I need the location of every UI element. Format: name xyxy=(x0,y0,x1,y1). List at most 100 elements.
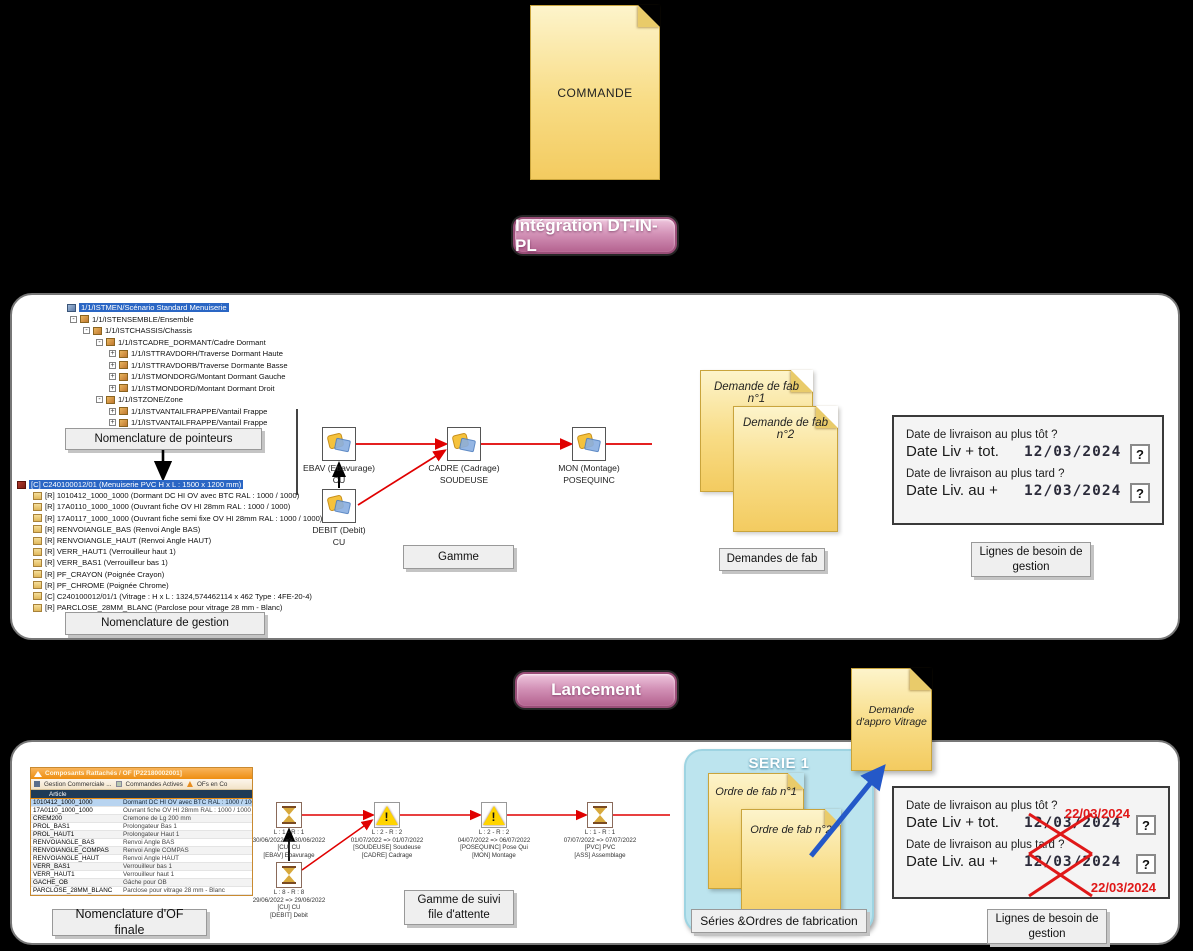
tree-item[interactable]: -1/1/ISTCADRE_DORMANT/Cadre Dormant xyxy=(57,337,288,349)
help-button[interactable]: ? xyxy=(1130,483,1150,503)
commande-label: COMMANDE xyxy=(557,86,633,100)
date-field-label: Date Liv + tot. xyxy=(906,443,999,460)
suivi-node-ass[interactable] xyxy=(587,802,613,828)
window-icon xyxy=(34,770,42,777)
tree-item-label: [R] VERR_HAUT1 (Verrouilleur haut 1) xyxy=(45,547,176,557)
gestion-tree: [C] C240100012/01 (Menuiserie PVC H x L … xyxy=(17,479,322,613)
expander-icon[interactable]: + xyxy=(109,373,116,381)
expander-icon[interactable]: + xyxy=(109,361,116,369)
expander-icon[interactable]: - xyxy=(96,338,103,346)
help-button[interactable]: ? xyxy=(1136,815,1156,835)
tree-item[interactable]: [R] PF_CRAYON (Poignée Crayon) xyxy=(17,569,322,580)
expander-icon[interactable]: + xyxy=(109,419,116,427)
of-window: Composants Rattachés / OF [P22180002001]… xyxy=(30,767,253,896)
commande-document: COMMANDE xyxy=(530,5,660,180)
tree-item[interactable]: [R] PARCLOSE_28MM_BLANC (Parclose pour v… xyxy=(17,602,322,613)
operation-icon xyxy=(458,437,477,453)
help-button[interactable]: ? xyxy=(1136,854,1156,874)
tree-item[interactable]: [R] 17A0110_1000_1000 (Ouvrant fiche OV … xyxy=(17,501,322,512)
reference-icon xyxy=(33,502,42,511)
tree-item[interactable]: -1/1/ISTENSEMBLE/Ensemble xyxy=(57,314,288,326)
tree-item-label: 1/1/ISTCHASSIS/Chassis xyxy=(105,326,192,336)
expander-icon[interactable]: + xyxy=(109,407,116,415)
pointeurs-caption: Nomenclature de pointeurs xyxy=(65,428,262,450)
tree-item[interactable]: [C] C240100012/01/1 (Vitrage : H x L : 1… xyxy=(17,591,322,602)
tree-item[interactable]: 1/1/ISTMEN/Scénario Standard Menuiserie xyxy=(57,302,288,314)
of-finale-caption: Nomenclature d'OF finale xyxy=(52,907,207,937)
help-button[interactable]: ? xyxy=(1130,444,1150,464)
tree-item[interactable]: [R] 17A0117_1000_1000 (Ouvrant fiche sem… xyxy=(17,513,322,524)
operation-node-mon[interactable] xyxy=(572,427,606,461)
tree-item[interactable]: [R] VERR_HAUT1 (Verrouilleur haut 1) xyxy=(17,546,322,557)
suivi-node-cadre[interactable] xyxy=(374,802,400,828)
toolbar-item[interactable]: Commandes Actives xyxy=(125,780,183,788)
integration-step-button[interactable]: Intégration DT-IN-PL xyxy=(513,216,677,255)
tree-item[interactable]: [R] 1010412_1000_1000 (Dormant DC HI OV … xyxy=(17,490,322,501)
tree-item[interactable]: - 1/1/ISTCHASSIS/Chassis xyxy=(57,325,288,337)
besoin-box-lancement: Date de livraison au plus tôt ? Date Liv… xyxy=(892,786,1170,899)
besoin-caption-lancement: Lignes de besoin de gestion xyxy=(987,909,1107,944)
tree-item-label: 1/1/ISTZONE/Zone xyxy=(118,395,183,405)
of-window-title: Composants Rattachés / OF [P22180002001] xyxy=(45,770,182,777)
tree-item-label: [R] 17A0117_1000_1000 (Ouvrant fiche sem… xyxy=(45,513,323,523)
suivi-node-mon[interactable] xyxy=(481,802,507,828)
divider xyxy=(296,409,298,495)
of-window-toolbar: Gestion Commerciale ... Commandes Active… xyxy=(31,779,252,790)
tree-item[interactable]: +1/1/ISTVANTAILFRAPPE/Vantail Frappe xyxy=(57,417,288,429)
new-date-tot: 22/03/2024 xyxy=(1064,806,1130,821)
operation-node-debit[interactable] xyxy=(322,489,356,523)
operation-icon xyxy=(333,499,352,515)
suivi-node-ebav[interactable] xyxy=(276,802,302,828)
question-tot: Date de livraison au plus tôt ? xyxy=(906,800,1058,812)
hourglass-icon xyxy=(282,866,296,884)
component-icon xyxy=(119,384,128,393)
expander-icon[interactable]: - xyxy=(70,315,77,323)
tree-item[interactable]: - 1/1/ISTZONE/Zone xyxy=(57,394,288,406)
tree-item[interactable]: [R] VERR_BAS1 (Verrouilleur bas 1) xyxy=(17,557,322,568)
tree-item-label: 1/1/ISTMEN/Scénario Standard Menuiserie xyxy=(79,303,229,313)
toolbar-item[interactable]: Gestion Commerciale ... xyxy=(44,780,112,788)
operation-node-ebav[interactable] xyxy=(322,427,356,461)
tree-item[interactable]: +1/1/ISTTRAVDORH/Traverse Dormant Haute xyxy=(57,348,288,360)
tree-item-label: [R] 17A0110_1000_1000 (Ouvrant fiche OV … xyxy=(45,502,291,512)
tree-item[interactable]: +1/1/ISTMONDORD/Montant Dormant Droit xyxy=(57,383,288,395)
lancement-panel: Composants Rattachés / OF [P22180002001]… xyxy=(10,740,1180,945)
operation-node-cadre[interactable] xyxy=(447,427,481,461)
tree-item[interactable]: [R] RENVOIANGLE_HAUT (Renvoi Angle HAUT) xyxy=(17,535,322,546)
expander-icon[interactable]: + xyxy=(109,350,116,358)
expander-icon[interactable]: + xyxy=(109,384,116,392)
tree-item[interactable]: [R] RENVOIANGLE_BAS (Renvoi Angle BAS) xyxy=(17,524,322,535)
besoin-caption: Lignes de besoin de gestion xyxy=(971,542,1091,577)
tree-item[interactable]: [C] C240100012/01 (Menuiserie PVC H x L … xyxy=(17,479,322,490)
tree-item-label: [R] RENVOIANGLE_BAS (Renvoi Angle BAS) xyxy=(45,524,201,534)
expander-icon[interactable]: - xyxy=(96,396,103,404)
expander-icon[interactable]: - xyxy=(83,327,90,335)
operation-icon xyxy=(333,437,352,453)
tree-item[interactable]: +1/1/ISTMONDORG/Montant Dormant Gauche xyxy=(57,371,288,383)
question-tard: Date de livraison au plus tard ? xyxy=(906,468,1065,480)
question-tot: Date de livraison au plus tôt ? xyxy=(906,429,1058,441)
tree-item[interactable]: [R] PF_CHROME (Poignée Chrome) xyxy=(17,580,322,591)
tree-item[interactable]: +1/1/ISTVANTAILFRAPPE/Vantail Frappe xyxy=(57,406,288,418)
tree-item[interactable]: +1/1/ISTTRAVDORB/Traverse Dormante Basse xyxy=(57,360,288,372)
lancement-step-button[interactable]: Lancement xyxy=(515,672,677,708)
demande-fab-note-2: Demande de fab n°2 xyxy=(733,406,838,532)
suivi-node-debit[interactable] xyxy=(276,862,302,888)
date-field-tot: Date Liv + tot. 12/03/2024 ? xyxy=(906,443,1150,464)
toolbar-item[interactable]: OFs en Co xyxy=(196,780,228,788)
